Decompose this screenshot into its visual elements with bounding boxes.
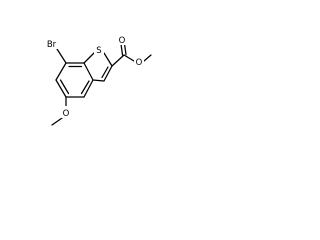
bond	[55, 62, 67, 81]
double-bond-inner	[101, 66, 109, 79]
benzothiophene-structure-diagram: Br S O O O	[44, 34, 152, 126]
bond	[120, 43, 124, 56]
bond	[143, 54, 152, 62]
bond	[55, 79, 67, 98]
bond	[83, 62, 94, 81]
label-mask	[44, 38, 59, 49]
bond	[51, 117, 63, 126]
bond	[123, 54, 135, 62]
sulfur-label: S	[96, 46, 101, 56]
methoxy-oxygen-label: O	[63, 109, 70, 119]
bond	[103, 52, 113, 67]
bond	[92, 79, 105, 82]
bond	[56, 48, 67, 64]
bond	[83, 79, 94, 98]
double-bond-inner	[59, 79, 70, 95]
label-mask	[61, 106, 71, 118]
structure-canvas: Br S O O O	[0, 0, 152, 152]
label-mask	[117, 34, 127, 45]
bond	[123, 43, 127, 56]
bond	[103, 65, 113, 82]
bond	[111, 54, 125, 67]
bond	[83, 52, 95, 64]
bromine-label: Br	[47, 40, 57, 50]
double-bond-inner	[80, 80, 90, 95]
ester-oxygen-label: O	[136, 58, 143, 68]
label-mask	[134, 56, 144, 67]
carbonyl-oxygen-label: O	[119, 36, 126, 46]
label-mask	[94, 44, 104, 55]
